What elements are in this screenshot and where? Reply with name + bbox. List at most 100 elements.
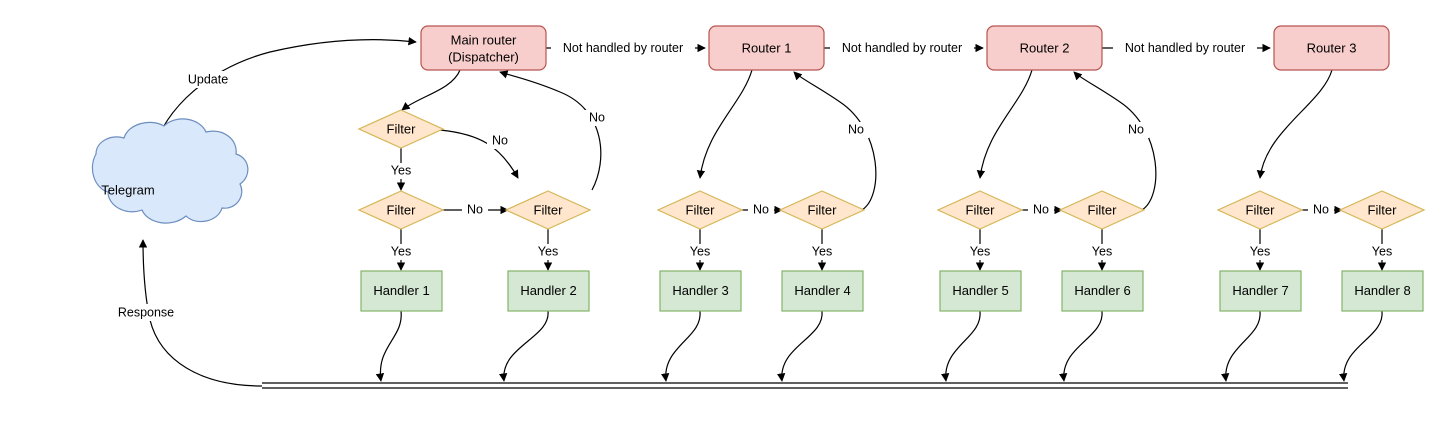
router-2-node[interactable]: Router 2 xyxy=(986,25,1103,71)
edge-filter5-to-router1 xyxy=(793,71,877,211)
yes-6-label: Yes xyxy=(970,244,990,258)
yes-1-label: Yes xyxy=(391,163,411,177)
handler-3-node[interactable]: Handler 3 xyxy=(659,270,742,312)
yes-3-label: Yes xyxy=(538,244,558,258)
cloud-shape xyxy=(91,118,249,224)
router-1-node[interactable]: Router 1 xyxy=(708,25,825,71)
no-7-label: No xyxy=(1033,202,1049,216)
edge-handler2-to-bus xyxy=(498,310,549,382)
filter-7-label: Filter xyxy=(1088,202,1118,217)
no-4-label: No xyxy=(848,122,864,136)
no-2-label: No xyxy=(589,110,605,124)
router-3-label: Router 3 xyxy=(1307,40,1357,55)
router-1-label: Router 1 xyxy=(742,40,792,55)
edge-label-no-2: No xyxy=(584,110,610,126)
filter-9-label: Filter xyxy=(1368,202,1398,217)
edge-handler7-to-bus xyxy=(1220,310,1261,382)
filter-4-shape xyxy=(656,190,744,230)
telegram-label: Telegram xyxy=(101,182,154,197)
filter-9-shape xyxy=(1338,190,1426,230)
handler-3-box xyxy=(659,270,742,312)
edge-label-update: Update xyxy=(179,71,236,88)
handler-1-label: Handler 1 xyxy=(373,283,429,298)
filter-2-label: Filter xyxy=(387,202,417,217)
not-handled-2-label: Not handled by router xyxy=(842,41,962,55)
edge-label-no-7: No xyxy=(1028,202,1054,218)
handler-1-box xyxy=(360,270,443,312)
edge-label-no-3: No xyxy=(462,202,488,218)
yes-4-label: Yes xyxy=(690,244,710,258)
filter-6-shape xyxy=(936,190,1024,230)
edge-router3-to-filter8 xyxy=(1256,69,1333,179)
main-router-label-line2: (Dispatcher) xyxy=(448,49,519,64)
filter-5-label: Filter xyxy=(808,202,838,217)
update-label: Update xyxy=(188,72,228,86)
edge-label-yes-4: Yes xyxy=(683,244,717,260)
filter-8-label: Filter xyxy=(1246,202,1276,217)
handler-5-node[interactable]: Handler 5 xyxy=(939,270,1022,312)
no-8-label: No xyxy=(1313,202,1329,216)
response-bus xyxy=(262,382,1348,389)
edge-label-not-handled-3: Not handled by router xyxy=(1113,40,1257,57)
yes-7-label: Yes xyxy=(1092,244,1112,258)
handler-8-node[interactable]: Handler 8 xyxy=(1341,270,1424,312)
edge-label-not-handled-1: Not handled by router xyxy=(551,40,695,57)
filter-4-node[interactable]: Filter xyxy=(656,190,744,230)
handler-2-label: Handler 2 xyxy=(520,283,576,298)
handler-5-label: Handler 5 xyxy=(952,283,1008,298)
edge-handler3-to-bus xyxy=(660,310,701,382)
no-1-label: No xyxy=(492,133,508,147)
edge-label-response: Response xyxy=(108,304,185,321)
edge-filter7-to-router2 xyxy=(1073,71,1157,211)
filter-2-shape xyxy=(357,190,445,230)
filter-8-node[interactable]: Filter xyxy=(1216,190,1304,230)
filter-9-node[interactable]: Filter xyxy=(1338,190,1426,230)
handler-1-node[interactable]: Handler 1 xyxy=(360,270,443,312)
edge-handler8-to-bus xyxy=(1338,310,1383,382)
edge-label-yes-5: Yes xyxy=(805,244,839,260)
filter-7-node[interactable]: Filter xyxy=(1058,190,1146,230)
handler-7-node[interactable]: Handler 7 xyxy=(1219,270,1302,312)
edge-label-no-1: No xyxy=(487,133,513,149)
no-5-label: No xyxy=(753,202,769,216)
yes-9-label: Yes xyxy=(1372,244,1392,258)
handler-6-label: Handler 6 xyxy=(1074,283,1130,298)
edge-label-yes-3: Yes xyxy=(531,244,565,260)
filter-6-node[interactable]: Filter xyxy=(936,190,1024,230)
router-2-label: Router 2 xyxy=(1020,40,1070,55)
filter-5-node[interactable]: Filter xyxy=(778,190,866,230)
filter-1-node[interactable]: Filter xyxy=(357,109,445,149)
filter-3-node[interactable]: Filter xyxy=(504,190,592,230)
router-1-box xyxy=(708,25,825,71)
edge-label-yes-1: Yes xyxy=(384,163,418,179)
handler-2-node[interactable]: Handler 2 xyxy=(507,270,590,312)
edge-handler5-to-bus xyxy=(940,310,981,382)
edge-handler4-to-bus xyxy=(776,310,823,382)
telegram-cloud-node[interactable]: Telegram xyxy=(91,118,249,224)
edge-response xyxy=(138,239,263,387)
handler-7-label: Handler 7 xyxy=(1232,283,1288,298)
handler-4-node[interactable]: Handler 4 xyxy=(781,270,864,312)
handler-3-label: Handler 3 xyxy=(672,283,728,298)
router-2-box xyxy=(986,25,1103,71)
no-6-label: No xyxy=(1128,122,1144,136)
edge-handler1-to-bus xyxy=(375,310,402,382)
main-router-node[interactable]: Main router (Dispatcher) xyxy=(420,25,547,71)
edge-label-no-6: No xyxy=(1123,122,1149,138)
no-3-label: No xyxy=(467,202,483,216)
not-handled-1-label: Not handled by router xyxy=(563,41,683,55)
filter-3-label: Filter xyxy=(534,202,564,217)
handler-6-node[interactable]: Handler 6 xyxy=(1061,270,1144,312)
response-label: Response xyxy=(118,305,174,319)
edge-label-not-handled-2: Not handled by router xyxy=(830,40,974,57)
filter-2-node[interactable]: Filter xyxy=(357,190,445,230)
edge-label-no-4: No xyxy=(843,122,869,138)
handler-4-box xyxy=(781,270,864,312)
router-3-node[interactable]: Router 3 xyxy=(1273,25,1390,71)
edge-label-yes-6: Yes xyxy=(963,244,997,260)
edge-label-no-5: No xyxy=(748,202,774,218)
yes-5-label: Yes xyxy=(812,244,832,258)
edge-router2-to-filter6 xyxy=(976,69,1033,179)
edge-label-yes-8: Yes xyxy=(1243,244,1277,260)
